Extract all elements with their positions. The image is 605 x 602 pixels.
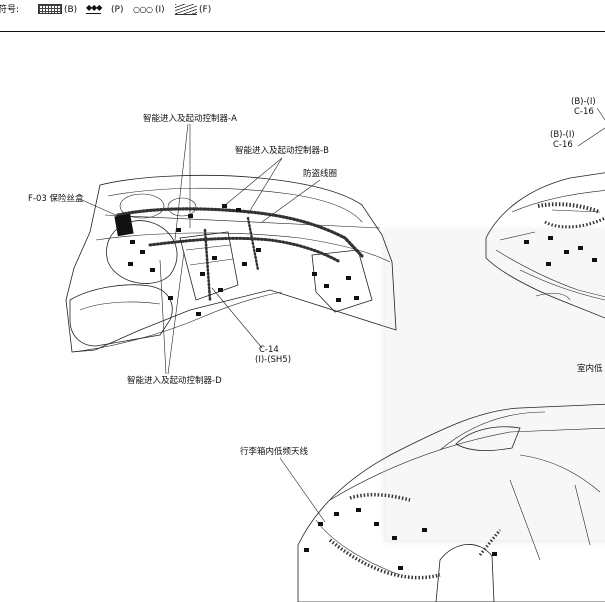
legend-label-p: (P) bbox=[111, 5, 124, 15]
label-antitheft-coil: 防盗线圈 bbox=[303, 169, 338, 179]
label-controller-d: 智能进入及起动控制器-D bbox=[127, 376, 222, 386]
label-c16-mid: C-16 bbox=[553, 140, 573, 150]
label-fuse-box: F-03 保险丝盒 bbox=[28, 194, 84, 204]
label-interior-low: 室内低 bbox=[577, 364, 603, 374]
dashboard-illustration bbox=[65, 123, 397, 375]
label-c16-top: C-16 bbox=[574, 107, 594, 117]
header-rule bbox=[0, 31, 605, 32]
label-controller-b: 智能进入及起动控制器-B bbox=[235, 146, 329, 156]
legend-diamond-swatch: ◆◆◆ bbox=[86, 3, 103, 14]
label-c14: C-14 bbox=[259, 345, 279, 355]
rear-car-illustration bbox=[279, 403, 605, 602]
label-c14-sub: (I)-(SH5) bbox=[255, 355, 292, 365]
legend-prefix: 符号: bbox=[0, 5, 20, 15]
label-bi-top: (B)-(I) bbox=[571, 97, 596, 107]
legend-label-b: (B) bbox=[64, 5, 78, 15]
legend-label-f: (F) bbox=[199, 5, 212, 15]
label-trunk-antenna: 行李箱内低频天线 bbox=[240, 447, 309, 457]
legend-hatch-swatch bbox=[175, 4, 197, 15]
legend-label-i: (I) bbox=[155, 5, 165, 15]
label-bi-mid: (B)-(I) bbox=[550, 130, 575, 140]
background-panel bbox=[386, 228, 605, 540]
legend-circle-swatch: ○○○ bbox=[133, 5, 153, 14]
front-car-illustration bbox=[485, 107, 605, 319]
legend-bar: 符号: (B) ◆◆◆ (P) ○○○ (I) (F) bbox=[0, 0, 605, 20]
label-controller-a: 智能进入及起动控制器-A bbox=[143, 114, 237, 124]
legend-grid-swatch bbox=[38, 4, 62, 14]
